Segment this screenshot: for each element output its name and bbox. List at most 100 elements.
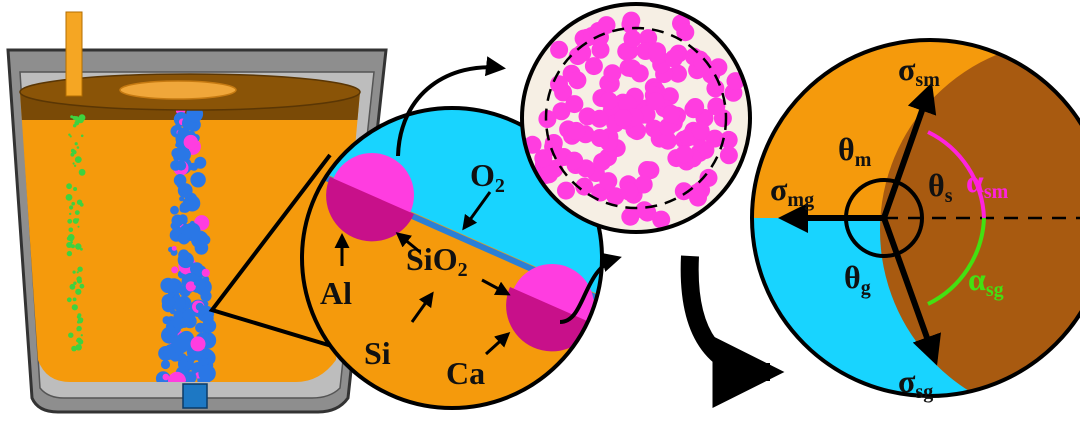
inclusion-particle bbox=[606, 187, 625, 206]
inclusion-particle bbox=[599, 172, 618, 191]
inclusion-particle bbox=[550, 75, 568, 94]
alloy-particle bbox=[70, 240, 73, 244]
alloy-particle bbox=[74, 116, 79, 121]
inclusion-particle bbox=[565, 95, 584, 114]
alpha-sm-arc bbox=[927, 130, 986, 219]
alloy-particle bbox=[66, 236, 72, 241]
cluster-boundary bbox=[544, 26, 728, 210]
label-ca: Ca bbox=[446, 355, 485, 391]
inclusion-particle bbox=[645, 119, 664, 138]
inclusion-particle bbox=[622, 11, 641, 30]
gas-bubble bbox=[189, 220, 195, 226]
label-sigma-mg: σmg bbox=[770, 171, 814, 211]
gas-bubble-plume bbox=[155, 105, 217, 382]
gas-bubble bbox=[177, 147, 191, 162]
inclusion-particle bbox=[540, 165, 559, 184]
alloy-particles bbox=[65, 114, 86, 352]
inclusion-particle bbox=[719, 146, 738, 165]
gas-bubble bbox=[199, 357, 209, 367]
alloy-particle bbox=[72, 297, 77, 302]
gas-bubble bbox=[195, 302, 204, 311]
inclusion-particle bbox=[662, 105, 681, 124]
inclusion-lower-oxide bbox=[506, 287, 594, 352]
ladle bbox=[6, 11, 388, 414]
inclusion-particle bbox=[584, 57, 603, 76]
gas-bubble bbox=[160, 359, 171, 370]
gas-bubble bbox=[182, 309, 195, 323]
gas-bubble bbox=[165, 278, 183, 296]
alloy-particle bbox=[66, 242, 73, 248]
inclusion-particle bbox=[538, 110, 557, 128]
inclusion-particle bbox=[635, 201, 654, 220]
gas-bubble bbox=[198, 364, 216, 382]
alloy-particle bbox=[76, 276, 82, 282]
inclusion-particle bbox=[726, 72, 745, 91]
inclusion-particle bbox=[597, 16, 616, 35]
alloy-particle bbox=[72, 150, 77, 155]
gas-bubble bbox=[200, 234, 211, 245]
alloy-particle bbox=[72, 270, 76, 274]
gas-bubble bbox=[183, 134, 198, 150]
inclusion-particle bbox=[693, 53, 712, 72]
gas-bubble bbox=[190, 336, 206, 352]
alloy-particle bbox=[79, 283, 85, 289]
arrow-to-cluster bbox=[396, 56, 506, 157]
inclusion-particle bbox=[634, 175, 653, 194]
alloy-particle bbox=[66, 183, 72, 190]
alloy-particle bbox=[73, 281, 77, 285]
inclusion-particle bbox=[568, 71, 587, 90]
alloy-particle bbox=[80, 334, 83, 337]
gas-bubble bbox=[201, 312, 214, 325]
inclusion-particle bbox=[623, 29, 642, 48]
alloy-particle bbox=[69, 283, 76, 290]
inclusion-particle bbox=[638, 161, 656, 179]
sigma-sm-vector bbox=[881, 82, 937, 220]
alloy-particle bbox=[70, 115, 73, 118]
alloy-particle bbox=[76, 328, 80, 332]
gas-bubble bbox=[179, 205, 187, 213]
alloy-particle bbox=[76, 271, 79, 274]
alloy-particle bbox=[78, 114, 86, 122]
gas-bubble bbox=[201, 268, 210, 277]
gas-bubble bbox=[190, 172, 206, 188]
label-theta-m: θm bbox=[838, 131, 872, 171]
alloy-particle bbox=[72, 162, 75, 165]
gas-bubble bbox=[179, 196, 185, 202]
alloy-particle bbox=[69, 135, 72, 138]
inclusion-particle bbox=[603, 64, 622, 83]
inclusion-particle bbox=[620, 182, 639, 201]
alloy-particle bbox=[73, 187, 78, 191]
inclusion-particle bbox=[621, 207, 640, 226]
inclusion-particle bbox=[699, 168, 718, 187]
inclusion-particle bbox=[557, 181, 575, 200]
alloy-particle bbox=[68, 227, 74, 233]
inclusion-particle bbox=[686, 98, 705, 116]
alloy-particle bbox=[71, 345, 77, 352]
alloy-particle bbox=[71, 201, 75, 206]
gas-bubble bbox=[171, 245, 177, 251]
inclusion-particle bbox=[590, 109, 609, 128]
gas-bubble bbox=[162, 373, 170, 381]
label-sigma-sm: σsm bbox=[898, 51, 940, 91]
label-o2: O2 bbox=[470, 157, 505, 197]
inclusion-particle bbox=[648, 42, 667, 61]
porous-plug bbox=[182, 383, 208, 409]
gas-bubble bbox=[170, 205, 179, 215]
inclusion-particle bbox=[709, 58, 728, 77]
inclusion-particle bbox=[534, 149, 553, 168]
inclusion-particle bbox=[565, 151, 584, 170]
gas-bubble bbox=[172, 316, 186, 330]
alloy-particle bbox=[78, 168, 86, 176]
inclusion-particle bbox=[676, 23, 695, 42]
gas-bubble bbox=[171, 266, 179, 274]
alloy-particle bbox=[68, 133, 71, 136]
alloy-particle bbox=[71, 304, 78, 311]
inclusion-particle bbox=[674, 182, 693, 201]
gas-bubble bbox=[185, 281, 196, 292]
alloy-particle bbox=[73, 164, 77, 167]
gas-bubble bbox=[178, 249, 190, 261]
inclusion-particle bbox=[652, 210, 671, 229]
alloy-particle bbox=[77, 313, 82, 318]
inclusion-particle bbox=[550, 40, 569, 59]
